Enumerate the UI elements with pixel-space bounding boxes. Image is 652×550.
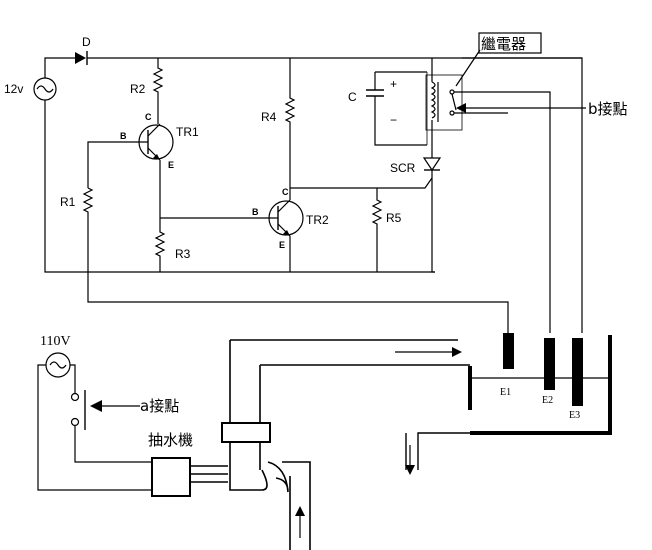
pump-impeller [267,461,289,493]
pump-body [229,442,262,491]
b-contact-label: b接點 [588,100,628,118]
tr2-b-label: B [252,207,259,217]
e2-label: E2 [542,395,553,406]
relay-label-box [478,32,542,54]
wire-top-left [44,57,75,78]
transistor-tr2 [268,188,304,272]
intake-pipe [282,461,311,550]
wire-e3 [462,57,583,333]
outlet-pipe [405,432,470,470]
wire-scr-gate [290,177,433,189]
pump-motor [151,457,191,497]
relay-coil [425,58,463,158]
cap-plus: + [390,77,397,91]
ac-source-110v [45,352,71,378]
tr1-label: TR1 [176,125,199,139]
cap-label: C [348,90,357,104]
wire-tr1-base [87,141,148,188]
r1-label: R1 [60,195,76,209]
electrode-e2 [544,338,555,390]
resistor-r3 [154,218,166,272]
resistor-r4 [284,58,296,188]
wire-110v-top [70,364,76,393]
pump-label: 抽水機 [148,431,193,449]
relay-pointer [455,49,481,87]
relay-label: 繼電器 [481,35,526,53]
wire-bottom-rail [44,100,435,273]
tr2-c-label: C [282,187,289,197]
r2-label: R2 [130,82,146,96]
pipe-top [229,339,470,430]
a-contact-label: a接點 [140,397,179,415]
tr2-e-label: E [279,240,285,250]
tr1-c-label: C [145,112,152,122]
diode-label: D [82,35,91,49]
source-12v-label: 12v [4,82,23,96]
diode-d [75,51,88,65]
source-110v-label: 110V [40,334,71,349]
intake-arrow [295,506,305,516]
relay-b-contact [449,89,551,333]
tr1-b-label: B [120,131,127,141]
scr-label: SCR [390,161,416,175]
electrode-e3 [572,338,583,406]
tr2-label: TR2 [306,213,329,227]
capacitor-c [366,71,427,146]
r4-label: R4 [261,110,277,124]
e3-label: E3 [569,410,580,421]
pump-shaft [190,465,228,483]
wire-110v-left [37,364,152,491]
resistor-r5 [371,188,383,272]
cap-minus: − [390,113,397,127]
scr [422,157,442,273]
tr1-e-label: E [168,160,174,170]
pipe-coupling [221,422,271,443]
resistor-r2 [152,58,164,112]
ac-source-12v [33,77,57,101]
a-contact-switch [70,390,152,463]
e1-label: E1 [500,387,511,398]
resistor-r1 [82,187,509,333]
tank-wall [470,335,612,435]
r5-label: R5 [386,211,402,225]
r3-label: R3 [175,247,191,261]
electrode-e1 [503,333,514,369]
